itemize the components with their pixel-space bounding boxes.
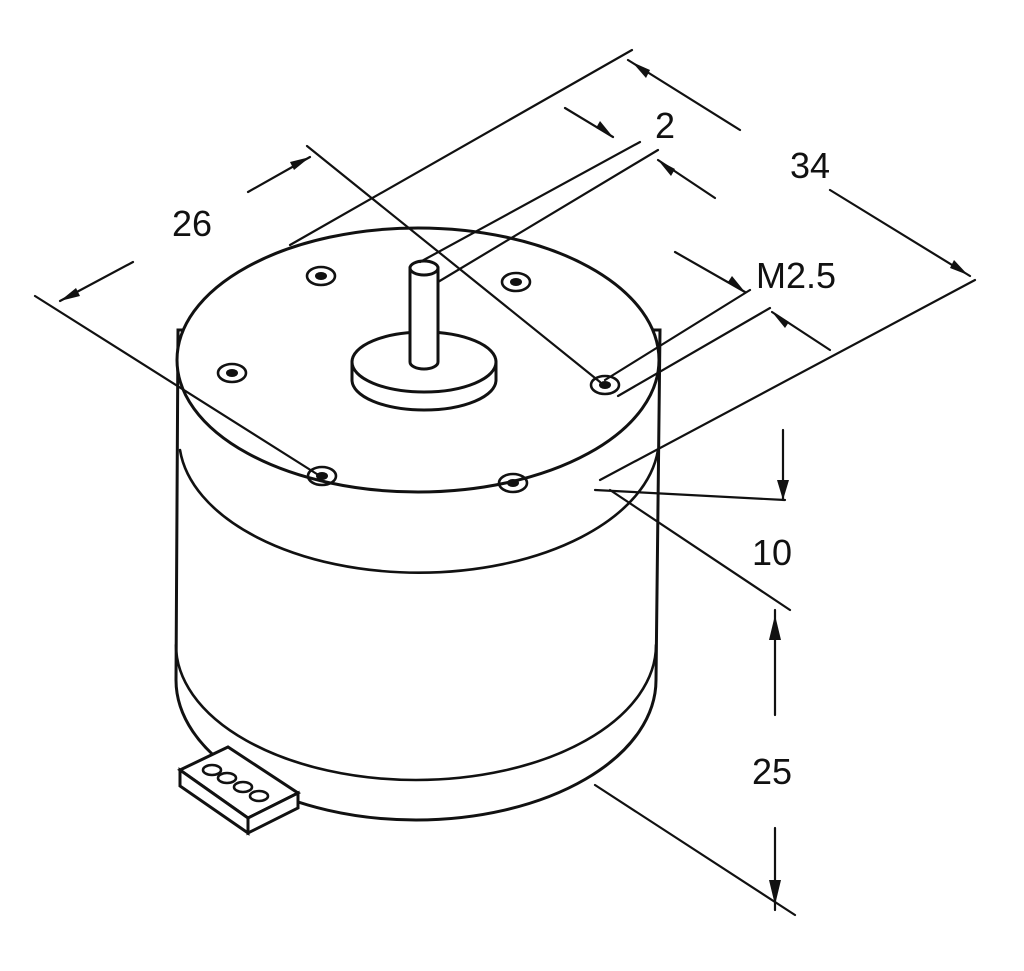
mounting-hole-icon — [305, 265, 337, 287]
label-screw-thread: M2.5 — [756, 255, 836, 296]
mounting-hole-icon — [500, 271, 532, 293]
connector-terminal — [177, 745, 302, 836]
mounting-holes — [216, 265, 621, 494]
mounting-hole-icon — [497, 472, 529, 494]
dimension-flat-width — [418, 106, 717, 284]
mounting-hole-icon — [216, 362, 248, 384]
label-shaft-length: 10 — [752, 532, 792, 573]
mounting-hole-icon — [306, 465, 338, 487]
label-body-height: 25 — [752, 751, 792, 792]
label-hole-spacing: 26 — [172, 203, 212, 244]
dimension-body-height — [593, 608, 797, 917]
mounting-hole-icon — [589, 374, 621, 396]
dimension-shaft-length — [593, 428, 792, 612]
label-flat-width: 2 — [655, 105, 675, 146]
dimension-body-diameter — [288, 48, 977, 482]
dimension-hole-spacing — [33, 144, 602, 478]
dimension-screw-thread — [603, 250, 832, 398]
label-body-diameter: 34 — [790, 145, 830, 186]
output-shaft — [408, 259, 440, 371]
